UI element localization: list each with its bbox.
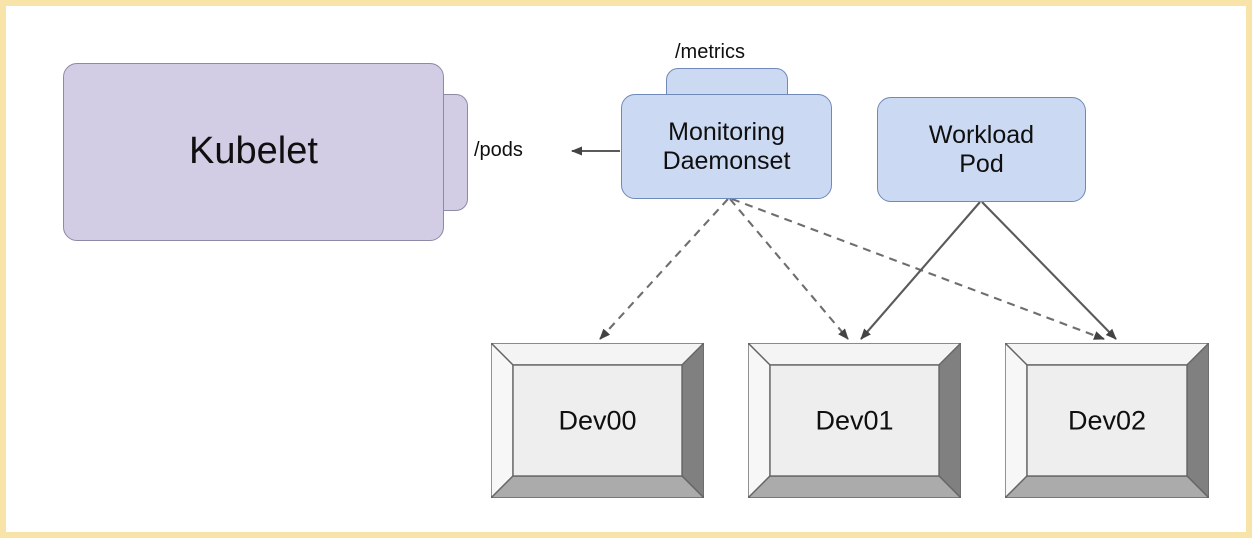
diagram-canvas: Kubelet /pods /metrics Monitoring Daemon… (6, 6, 1252, 544)
device-bevel-faces (1005, 343, 1209, 498)
edge-daemonset-to-dev02 (731, 198, 1105, 340)
node-monitoring-daemonset[interactable]: Monitoring Daemonset (621, 94, 832, 199)
edge-workload-to-dev02 (981, 201, 1117, 340)
device-label: Dev02 (1067, 405, 1147, 435)
edge-workload-to-dev01 (860, 201, 981, 340)
node-workload-pod[interactable]: Workload Pod (877, 97, 1086, 202)
device-bevel-faces (491, 343, 704, 498)
device-box-dev00[interactable]: Dev00 (491, 343, 704, 498)
edge-label-pods: /pods (474, 139, 523, 161)
edge-label-metrics: /metrics (675, 41, 745, 63)
node-kubelet[interactable]: Kubelet (63, 63, 444, 241)
device-box-dev01[interactable]: Dev01 (748, 343, 961, 498)
edge-daemonset-to-dev00 (599, 198, 729, 340)
device-label: Dev00 (558, 405, 637, 435)
device-bevel-faces (748, 343, 961, 498)
device-box-dev02[interactable]: Dev02 (1005, 343, 1209, 498)
device-label: Dev01 (815, 405, 894, 435)
edge-daemonset-to-dev01 (729, 198, 849, 340)
